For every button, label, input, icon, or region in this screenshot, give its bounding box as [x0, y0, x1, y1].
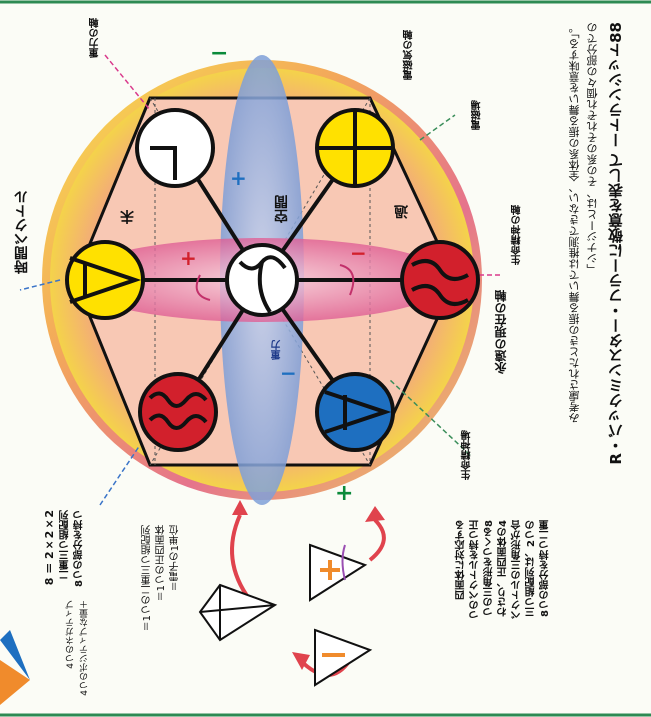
left-side-label: 未 — [120, 210, 136, 224]
right-side-label: 過 — [394, 205, 410, 219]
gravity-force-label: 重力 — [272, 340, 283, 360]
triangle-negative — [314, 628, 373, 687]
time-vector-label: 時間ベクトル — [14, 190, 30, 274]
gravity-axis-line — [104, 54, 151, 111]
note-right-line-2: 三つ組配列は、2つの — [526, 520, 537, 617]
note-right-line-6: つのベクトルを持つ正 — [470, 520, 481, 620]
tetrahedron — [198, 583, 278, 642]
spin-arrow-left — [195, 274, 211, 301]
note-lower-left-line-1: 8つの部分を持つ — [74, 510, 85, 587]
sign-minus-blue: − — [280, 361, 297, 385]
circle-center-white — [225, 243, 299, 317]
sign-plus-bottom: + — [335, 481, 353, 506]
note-lower-right-line-1: 4つのポジティブな量＋ — [80, 600, 90, 696]
sign-minus-top: − — [210, 41, 228, 66]
sign-minus-red: − — [350, 241, 367, 265]
sign-plus-red: + — [180, 246, 197, 270]
note-bottom-line-1: ＝電子の1単位 — [170, 525, 181, 592]
life-spirit-field-label: 生命精神場 — [462, 430, 473, 480]
curved-arrow-bottom-head — [292, 652, 310, 670]
curved-arrow-left-head — [232, 500, 248, 515]
em-axis-label: 電磁気の軸 — [404, 30, 415, 80]
note-lower-left-line-2: 二重三つ組配列 — [60, 510, 71, 580]
curved-arrow-left — [230, 514, 252, 602]
time-vector-line — [19, 279, 61, 291]
circle-left-yellow — [65, 240, 145, 320]
note-right-line-3: ベクトルの三角形が合 — [512, 520, 523, 620]
note-bottom-line-2: ＝1つの正四面体 — [156, 525, 167, 602]
em-field-label: 電磁場 — [472, 100, 483, 130]
eternal-now-axis-label: 永遠の現在の軸 — [494, 290, 508, 374]
spin-arrow-right — [339, 264, 355, 296]
circle-bottom-left-red — [138, 372, 218, 452]
curved-arrow-top-head — [365, 506, 385, 522]
bracket — [341, 544, 346, 581]
sign-plus-blue: + — [230, 166, 247, 190]
circle-top-right-yellow — [315, 108, 395, 188]
subtitle-line-1: 「シナジーとは、その系のそれぞれ個々の部分での — [586, 22, 599, 275]
circle-right-red — [400, 240, 480, 320]
note-right-line-4: わさり、正四面体の4 — [498, 520, 509, 617]
em-field-line — [419, 114, 456, 141]
life-field-line — [389, 379, 471, 456]
lower-left-line — [99, 444, 141, 506]
note-lower-left-line-3: 8 ＝ 2×2×2 — [43, 510, 56, 586]
center-top-label: 空間 — [274, 195, 290, 223]
note-right-line-7: 四面体に対応する — [456, 520, 467, 600]
note-right-line-1: 8つの部分を持つ二重 — [540, 520, 551, 617]
page-title: R・バックミンスター・フラーに敬意を表して ートランシット88 — [607, 22, 625, 465]
corner-tetra — [0, 630, 30, 705]
circle-top-left-white — [135, 108, 215, 188]
note-bottom-line-3: ＝1つの二重三つ組配列 — [142, 525, 153, 632]
gravity-axis-label: 重力の軸 — [90, 18, 101, 58]
circle-bottom-right-blue — [315, 372, 395, 452]
note-right-line-5: つの三角形をつくる8 — [484, 520, 495, 617]
curved-arrow-top — [368, 518, 386, 562]
note-lower-right-line-2: 4つのネガティブ — [66, 600, 76, 669]
subtitle-line-2: み考慮されたときの振る舞いでは推測できない、全体系の振る舞いを意味する」。 — [568, 22, 581, 424]
triangle-positive — [309, 543, 368, 602]
life-spirit-axis-label: 生命精神の軸 — [512, 205, 523, 265]
